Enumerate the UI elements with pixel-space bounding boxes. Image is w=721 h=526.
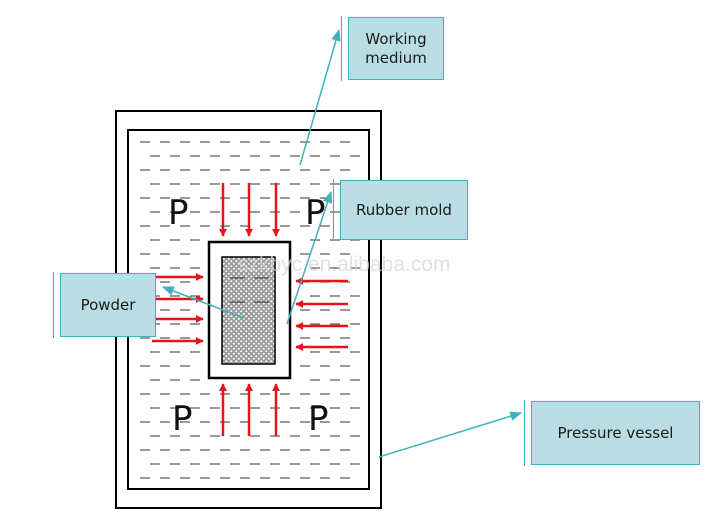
label-working-medium: Working medium	[341, 16, 444, 81]
watermark-text: szkbyc.en.alibaba.com	[238, 253, 450, 276]
working-medium-liquid	[140, 141, 360, 479]
leader-line-working-medium	[299, 28, 341, 166]
pressure-arrows-top	[218, 183, 281, 237]
label-pressure-vessel: Pressure vessel	[524, 400, 700, 466]
pressure-symbol-top-right: P	[305, 193, 326, 233]
leader-line-powder	[161, 286, 245, 319]
powder-fill	[221, 256, 276, 365]
label-rubber-mold: Rubber mold	[333, 179, 468, 241]
label-powder: Powder	[53, 272, 156, 338]
pressure-symbol-top-left: P	[168, 193, 189, 233]
pressure-symbol-bottom-left: P	[172, 399, 193, 439]
pressure-arrows-right	[295, 276, 348, 352]
leader-line-pressure-vessel	[378, 411, 523, 458]
leader-line-rubber-mold	[286, 190, 333, 325]
pressure-arrows-bottom	[218, 383, 281, 436]
pressure-symbol-bottom-right: P	[308, 399, 329, 439]
